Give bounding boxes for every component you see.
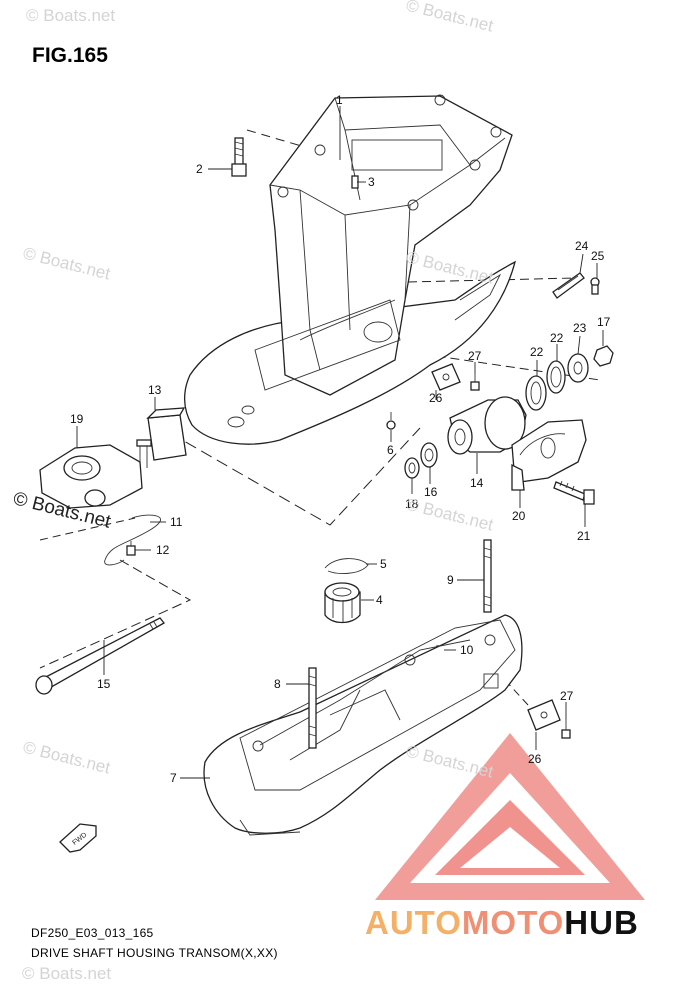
callout-13: 13 — [148, 383, 162, 397]
callout-leaders — [76, 106, 604, 779]
fwd-arrow-icon: FWD — [59, 823, 97, 853]
callout-labels: 1 2 3 24 25 17 23 22 22 27 13 19 26 6 14… — [70, 93, 611, 785]
callout-5: 5 — [380, 557, 387, 571]
callout-17: 17 — [597, 315, 611, 329]
callout-1: 1 — [336, 93, 343, 107]
lower-housing-part-7 — [203, 614, 523, 836]
bracket-part-13 — [136, 407, 187, 468]
automotohub-logo-text: AUTOMOTOHUB — [365, 904, 639, 942]
rod-part-15 — [35, 617, 165, 695]
callout-25: 25 — [591, 249, 605, 263]
wire-clip-part-11 — [104, 514, 161, 566]
callout-26-b: 26 — [528, 752, 542, 766]
callout-9: 9 — [447, 573, 454, 587]
callout-24: 24 — [575, 239, 589, 253]
bolt-part-12 — [126, 541, 136, 556]
callout-7: 7 — [170, 771, 177, 785]
automotohub-logo-icon — [375, 733, 645, 900]
brand-part-hub: HUB — [564, 904, 639, 941]
washer-part-16 — [420, 442, 438, 468]
callout-16: 16 — [424, 485, 438, 499]
sleeve-part-4 — [324, 582, 361, 624]
drive-shaft-housing — [183, 94, 517, 445]
callout-11: 11 — [170, 515, 183, 529]
callout-15: 15 — [97, 677, 111, 691]
callout-19: 19 — [70, 412, 84, 426]
watermark: © Boats.net — [22, 964, 112, 983]
stud-part-9 — [483, 539, 492, 613]
callout-26-a: 26 — [429, 391, 443, 405]
figure-caption: DRIVE SHAFT HOUSING TRANSOM(X,XX) — [31, 946, 278, 960]
callout-27-a: 27 — [468, 349, 482, 363]
anode-part-24 — [552, 272, 585, 299]
callout-21: 21 — [577, 529, 591, 543]
washer-part-23 — [567, 353, 589, 383]
callout-22-a: 22 — [550, 331, 564, 345]
mount-bracket-part-20 — [511, 419, 587, 491]
callout-27-b: 27 — [560, 689, 574, 703]
callout-12: 12 — [156, 543, 170, 557]
ring-part-22-a — [546, 360, 566, 394]
callout-23: 23 — [573, 321, 587, 335]
figure-code: DF250_E03_013_165 — [31, 926, 154, 940]
bolt-part-6 — [386, 412, 396, 430]
washer-part-18 — [404, 457, 420, 479]
clamp-part-19 — [39, 444, 143, 509]
stud-part-8 — [308, 667, 317, 749]
callout-22-b: 22 — [530, 345, 544, 359]
plate-part-26-lower — [527, 699, 561, 731]
brand-part-moto: MOTO — [461, 904, 565, 941]
brand-part-auto: AUTO — [365, 904, 462, 941]
figure-title: FIG.165 — [32, 44, 108, 67]
callout-14: 14 — [470, 476, 484, 490]
callout-6: 6 — [387, 443, 394, 457]
snap-ring-part-5 — [324, 558, 369, 574]
callout-2: 2 — [196, 162, 203, 176]
callout-4: 4 — [376, 593, 383, 607]
plate-part-26-upper — [431, 363, 461, 391]
callout-3: 3 — [368, 175, 375, 189]
bolt-part-27-upper — [470, 374, 480, 391]
nut-part-17 — [593, 345, 614, 367]
callout-10: 10 — [460, 643, 474, 657]
bolt-part-21 — [553, 480, 595, 505]
screw-part-25 — [590, 277, 600, 295]
bolt-part-2 — [231, 137, 247, 177]
callout-8: 8 — [274, 677, 281, 691]
watermark: © Boats.net — [26, 6, 116, 25]
callout-18: 18 — [405, 497, 419, 511]
bolt-part-27-lower — [561, 720, 571, 739]
callout-20: 20 — [512, 509, 526, 523]
rubber-mount-part-14 — [447, 396, 527, 455]
ring-part-22-b — [525, 375, 547, 411]
